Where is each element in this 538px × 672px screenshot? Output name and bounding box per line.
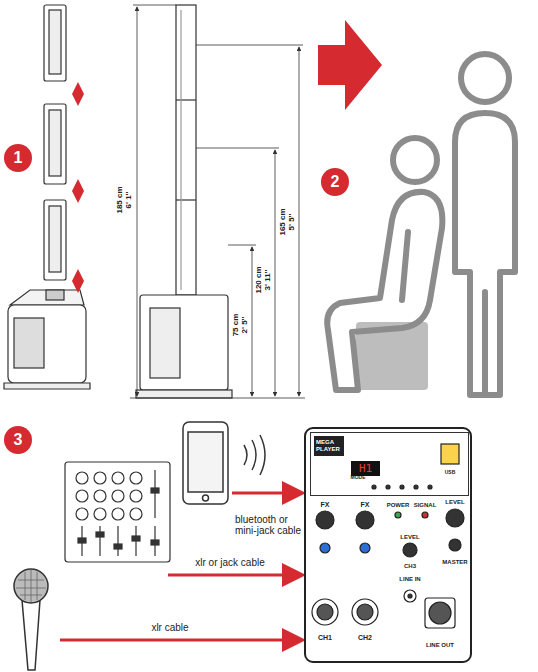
panel-label: CH1 — [318, 634, 332, 642]
dimension-label: 3' 11'' — [264, 270, 273, 291]
dimension-label: 185 cm — [116, 186, 125, 213]
panel-label: CH2 — [358, 634, 372, 642]
dimension-lines — [130, 5, 305, 398]
callout-number: 2 — [321, 168, 349, 196]
panel-label: CH3 — [404, 563, 416, 570]
panel-label: POWER — [387, 502, 410, 509]
dimension-label: 120 cm — [255, 266, 264, 293]
panel-label: USB — [445, 470, 456, 476]
panel-label: LEVEL — [400, 534, 419, 541]
callout-number: 3 — [4, 426, 32, 454]
assembly-arrows — [77, 88, 79, 287]
amplifier-panel — [305, 428, 471, 662]
mixer-console — [65, 462, 170, 562]
callout-number: 1 — [4, 144, 32, 172]
dimension-label: 6' 1'' — [125, 192, 134, 209]
panel-label: FX — [361, 501, 370, 509]
cable-label: xlr or jack cable — [195, 557, 264, 568]
panel-label: FX — [321, 501, 330, 509]
cable-label: xlr cable — [151, 622, 188, 633]
cable-label: bluetooth or mini-jack cable — [235, 514, 305, 536]
dimension-label: 75 cm — [232, 314, 241, 337]
assembled-column — [136, 5, 232, 398]
display: H1 — [351, 461, 380, 476]
player-module: MEGA PLAYER H1 — [310, 432, 469, 496]
panel-label: MASTER — [442, 559, 467, 566]
module-title: MEGA PLAYER — [314, 436, 344, 456]
column-parts — [4, 5, 90, 389]
dimension-label: 165 cm — [279, 208, 288, 235]
dimension-label: 2' 5'' — [241, 317, 250, 334]
wireless-waves — [244, 435, 265, 475]
microphone — [14, 569, 48, 670]
people — [327, 54, 515, 395]
display-text: H1 — [359, 462, 372, 475]
panel-label: LINE OUT — [426, 642, 454, 649]
panel-label: LEVEL — [445, 499, 464, 506]
dimension-label: 5' 5'' — [288, 214, 297, 231]
panel-label: LINE IN — [399, 576, 420, 583]
panel-label: SIGNAL — [414, 502, 437, 509]
direction-arrow — [318, 20, 382, 110]
smartphone — [183, 422, 228, 504]
